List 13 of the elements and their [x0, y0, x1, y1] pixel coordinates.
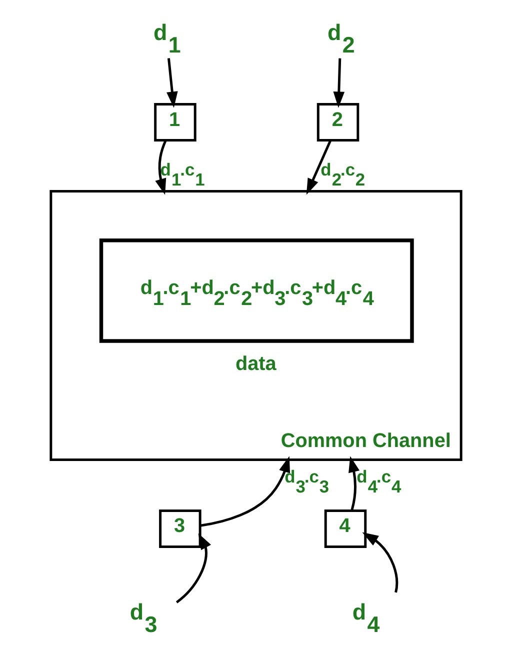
arrow	[362, 532, 398, 593]
node-label: data	[234, 352, 276, 375]
node-box: 3	[158, 509, 201, 548]
node-box: 1	[154, 103, 196, 142]
node-box: 4	[324, 509, 366, 548]
node-box: 2	[316, 103, 359, 142]
arrow	[175, 533, 211, 604]
arrow	[306, 140, 332, 195]
arrow	[154, 140, 166, 195]
arrow	[348, 456, 360, 511]
arrow	[332, 58, 344, 108]
arrow	[200, 456, 290, 527]
arrow	[166, 58, 178, 108]
